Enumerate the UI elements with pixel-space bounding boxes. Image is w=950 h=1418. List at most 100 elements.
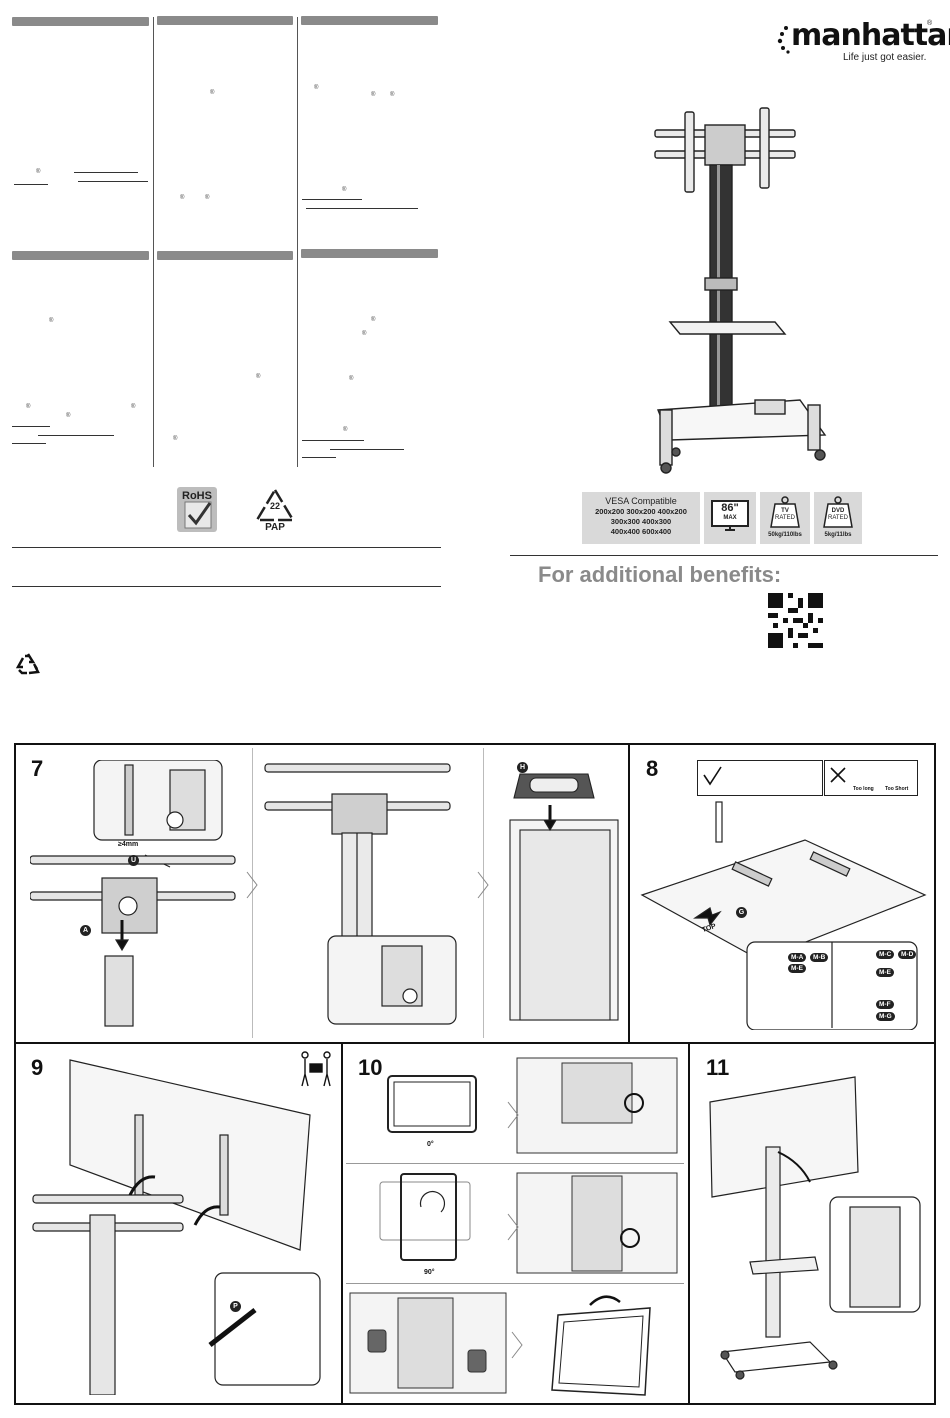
check-icon — [703, 766, 722, 786]
tv-label: TV — [781, 508, 789, 514]
chevron-right-icon — [477, 871, 489, 899]
trademark-mark: ® — [131, 404, 136, 410]
chevron-right-icon — [507, 1213, 519, 1241]
dvd-rated-badge: DVD RATED 5kg/11lbs — [814, 492, 862, 544]
part-h-marker: H — [517, 762, 528, 773]
part-u-marker: U — [128, 855, 139, 866]
step-number: 11 — [706, 1055, 730, 1080]
column-header-bar — [157, 251, 293, 260]
cross-icon — [830, 767, 846, 783]
part-pill: M-E — [876, 968, 894, 977]
qr-code[interactable] — [768, 593, 823, 648]
link-underline — [306, 208, 418, 209]
link-underline — [12, 443, 46, 444]
gap-label: ≥4mm — [118, 841, 139, 848]
angle-label: 0° — [427, 1141, 434, 1148]
trademark-mark: ® — [205, 195, 210, 201]
manhattan-logo: manhattan ® Life just got easier. — [777, 18, 950, 68]
step7-column-mount-illustration — [264, 763, 457, 1025]
landscape-tv-icon — [387, 1075, 477, 1133]
brand-name: manhattan — [791, 18, 950, 53]
trademark-mark: ® — [390, 92, 395, 98]
vesa-sizes-line: 200x200 300x200 400x200 — [595, 507, 687, 516]
column-divider — [153, 17, 154, 467]
vesa-title: VESA Compatible — [605, 496, 677, 506]
vesa-sizes-line: 300x300 400x300 — [610, 517, 672, 526]
part-p-marker: P — [230, 1301, 241, 1312]
link-underline — [14, 184, 48, 185]
link-underline — [302, 199, 362, 200]
part-pill: M-E — [788, 964, 806, 973]
sub-panel-divider — [252, 748, 253, 1038]
trademark-mark: ® — [256, 374, 261, 380]
trademark-mark: ® — [342, 187, 347, 193]
max-label: MAX — [723, 515, 737, 521]
brand-tagline: Life just got easier. — [843, 52, 927, 63]
step10-adjust-knobs-illustration — [349, 1292, 507, 1394]
step10-landscape-screw-illustration — [516, 1057, 678, 1154]
trademark-mark: ® — [371, 92, 376, 98]
rule-line — [12, 547, 441, 548]
trademark-mark: ® — [349, 376, 354, 382]
pap-number: 22 — [269, 501, 280, 511]
weight-icon — [770, 496, 800, 528]
monitor-icon — [711, 500, 749, 531]
trademark-mark: ® — [66, 413, 71, 419]
max-screen-badge: 86" MAX — [704, 492, 756, 544]
part-pill: M-G — [876, 1012, 895, 1021]
vesa-badge: VESA Compatible 200x200 300x200 400x200 … — [582, 492, 700, 544]
correct-screw-box — [697, 760, 823, 796]
column-divider — [297, 17, 298, 467]
step-number: 9 — [31, 1055, 44, 1080]
panel-divider — [628, 744, 630, 1042]
chevron-right-icon — [511, 1331, 523, 1359]
step11-cable-management-illustration — [709, 1076, 921, 1380]
link-underline — [74, 172, 138, 173]
step7-rail-assembly-illustration — [30, 760, 236, 1027]
weight-icon — [823, 496, 853, 528]
instruction-grid-frame — [14, 743, 936, 1405]
step10-portrait-screw-illustration — [516, 1172, 678, 1274]
step10-tilt-screen-illustration — [551, 1295, 651, 1396]
incorrect-screw-box — [824, 760, 918, 796]
benefits-heading: For additional benefits: — [538, 562, 782, 587]
too-short-label: Too Short — [885, 786, 909, 792]
step-number: 10 — [358, 1055, 383, 1080]
check-icon — [184, 501, 212, 529]
trademark-mark: ® — [314, 85, 319, 91]
part-g-marker: G — [736, 907, 747, 918]
step9-attach-tv-illustration — [32, 1059, 321, 1395]
two-person-lift-icon — [301, 1051, 331, 1087]
pap-label: PAP — [265, 522, 285, 533]
panel-divider — [341, 1043, 343, 1404]
dvd-label: DVD — [831, 508, 845, 514]
dvd-rated-label: RATED — [828, 515, 848, 521]
column-header-bar — [301, 249, 438, 258]
link-underline — [12, 426, 50, 427]
step-number: 7 — [31, 756, 44, 781]
trademark-mark: ® — [26, 404, 31, 410]
link-underline — [330, 449, 404, 450]
panel-divider — [15, 1042, 935, 1044]
step-number: 8 — [646, 756, 659, 781]
trademark-mark: ® — [371, 317, 376, 323]
vesa-sizes-line: 400x400 600x400 — [610, 527, 672, 536]
part-pill: M-D — [898, 950, 917, 959]
tv-stand-product-image — [654, 107, 827, 474]
tv-rated-badge: TV RATED 50kg/110lbs — [760, 492, 810, 544]
link-underline — [78, 181, 148, 182]
part-a-marker: A — [80, 925, 91, 936]
tv-weight-value: 50kg/110lbs — [768, 532, 802, 538]
trademark-mark: ® — [362, 331, 367, 337]
trademark-mark: ® — [49, 318, 54, 324]
sub-panel-divider — [483, 748, 484, 1038]
angle-label: 90° — [424, 1269, 435, 1276]
trademark-mark: ® — [343, 427, 348, 433]
column-header-bar — [157, 16, 293, 25]
pap-recycling-badge: 22 PAP — [253, 487, 297, 534]
column-header-bar — [12, 251, 149, 260]
part-pill: M-F — [876, 1000, 894, 1009]
max-screen-size: 86" — [721, 502, 739, 514]
too-long-label: Too long — [853, 786, 874, 792]
part-pill: M-A — [788, 953, 807, 962]
